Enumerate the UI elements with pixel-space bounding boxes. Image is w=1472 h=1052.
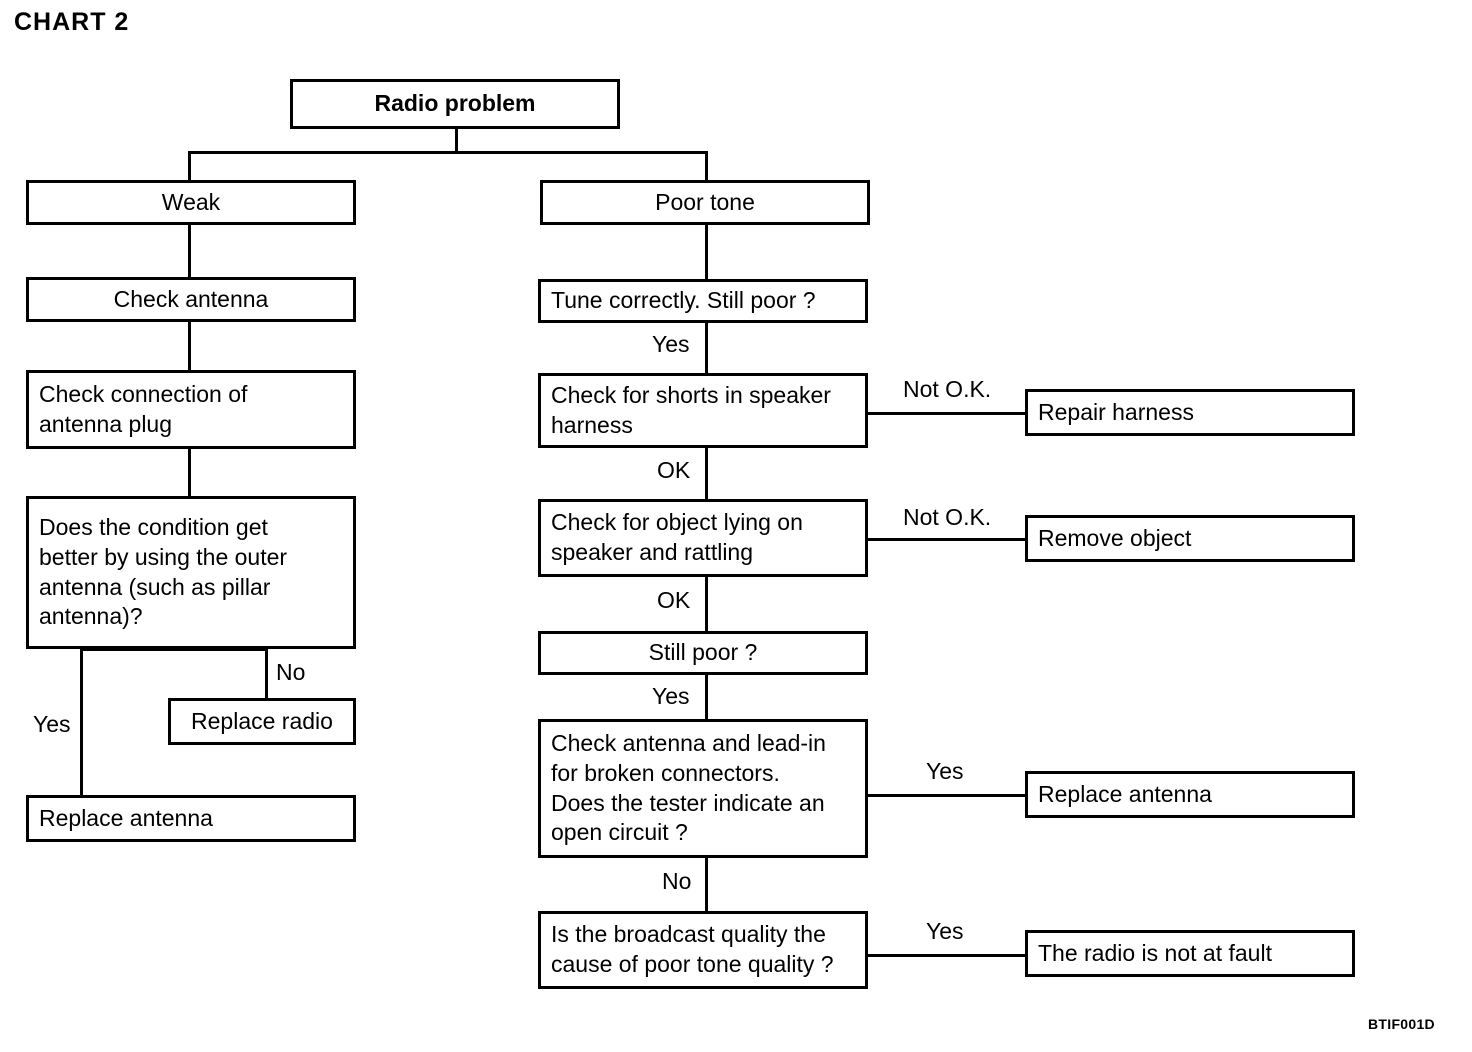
node-label: Poor tone [655, 188, 755, 215]
edge-label-tune-yes: Yes [650, 331, 692, 357]
connector-broadcast-to-not-fault [866, 954, 1027, 957]
node-weak[interactable]: Weak [26, 180, 356, 225]
node-radio-not-at-fault[interactable]: The radio is not at fault [1025, 930, 1355, 977]
edge-label-leadin-no: No [660, 868, 694, 894]
node-label: Replace antenna [1038, 780, 1212, 807]
page-title: CHART 2 [14, 8, 130, 36]
connector-shorts-to-object [705, 446, 708, 499]
node-poor-tone[interactable]: Poor tone [540, 180, 870, 225]
connector-weak-to-check-antenna [188, 223, 191, 279]
node-replace-antenna-right[interactable]: Replace antenna [1025, 771, 1355, 818]
edge-label-object-ok: OK [655, 587, 693, 613]
node-outer-antenna-question[interactable]: Does the condition get better by using t… [26, 496, 356, 649]
connector-outer-yes-bus [80, 648, 191, 651]
connector-leadin-to-replace-ant [866, 794, 1027, 797]
edge-label-stillpoor-yes: Yes [650, 683, 692, 709]
node-check-connection-antenna-plug[interactable]: Check connection of antenna plug [26, 370, 356, 449]
edge-label-leadin-yes: Yes [924, 758, 966, 784]
node-replace-antenna-left[interactable]: Replace antenna [26, 795, 356, 842]
node-check-antenna-lead-in[interactable]: Check antenna and lead-in for broken con… [538, 719, 868, 858]
connector-leadin-to-broadcast [705, 856, 708, 913]
edge-label-outer-no: No [274, 659, 308, 685]
edge-label-broadcast-yes: Yes [924, 918, 966, 944]
node-check-antenna[interactable]: Check antenna [26, 277, 356, 322]
node-label: Radio problem [374, 90, 536, 117]
node-label: Does the condition get better by using t… [39, 513, 288, 630]
node-replace-radio[interactable]: Replace radio [168, 698, 356, 745]
node-remove-object[interactable]: Remove object [1025, 515, 1355, 562]
connector-check-antenna-to-connection [188, 320, 191, 370]
connector-root-to-weak [188, 151, 191, 182]
connector-root-to-poor [705, 151, 708, 182]
node-label: Weak [161, 188, 221, 215]
connector-outer-no-bus [188, 648, 268, 651]
connector-object-to-stillpoor [705, 575, 708, 632]
node-check-object-speaker[interactable]: Check for object lying on speaker and ra… [538, 499, 868, 577]
node-label: Remove object [1038, 524, 1192, 551]
node-label: Replace antenna [39, 804, 213, 831]
edge-label-shorts-ok: OK [655, 457, 693, 483]
node-label: Tune correctly. Still poor ? [551, 287, 816, 314]
node-tune-correctly[interactable]: Tune correctly. Still poor ? [538, 279, 868, 323]
connector-poor-to-tune [705, 223, 708, 280]
connector-object-to-remove [866, 538, 1027, 541]
node-label: Repair harness [1038, 398, 1194, 425]
node-label: Check antenna and lead-in for broken con… [551, 729, 826, 846]
node-label: Still poor ? [648, 639, 758, 666]
edge-label-outer-yes: Yes [31, 711, 73, 737]
connector-stillpoor-to-leadin [705, 673, 708, 720]
node-label: Check antenna [113, 285, 269, 312]
node-still-poor[interactable]: Still poor ? [538, 631, 868, 675]
node-label: Is the broadcast quality the cause of po… [551, 921, 834, 977]
connector-connection-to-outer-question [188, 447, 191, 497]
node-label: Check connection of antenna plug [39, 380, 248, 437]
node-radio-problem[interactable]: Radio problem [290, 79, 620, 129]
connector-root-stem [455, 128, 458, 154]
connector-shorts-to-repair [866, 412, 1027, 415]
node-label: Check for object lying on speaker and ra… [551, 509, 803, 565]
node-broadcast-quality-question[interactable]: Is the broadcast quality the cause of po… [538, 911, 868, 989]
edge-label-object-not-ok: Not O.K. [901, 504, 994, 530]
footer-code: BTIF001D [1368, 1016, 1435, 1032]
node-repair-harness[interactable]: Repair harness [1025, 389, 1355, 436]
node-label: Check for shorts in speaker harness [551, 381, 831, 438]
connector-tune-to-shorts [705, 321, 708, 374]
node-check-shorts-speaker-harness[interactable]: Check for shorts in speaker harness [538, 373, 868, 448]
connector-outer-yes-drop [80, 648, 83, 796]
node-label: The radio is not at fault [1038, 939, 1272, 966]
connector-root-bus [188, 151, 708, 154]
node-label: Replace radio [191, 707, 333, 734]
edge-label-shorts-not-ok: Not O.K. [901, 376, 994, 402]
connector-outer-no-drop [265, 648, 268, 699]
